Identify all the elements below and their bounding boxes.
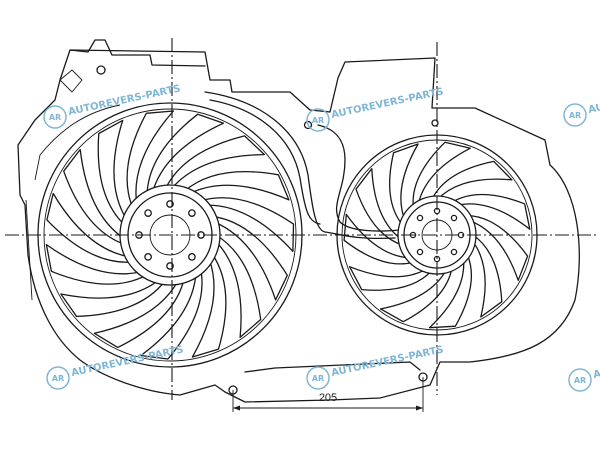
small-fan-blades: [343, 141, 531, 329]
fan-blade: [466, 214, 529, 281]
fan-blade: [451, 193, 531, 230]
watermark-brand: AUTOREVERS-PARTS: [592, 346, 600, 381]
watermark-logo: AR: [43, 105, 67, 129]
watermark-logo-text: AR: [569, 111, 581, 120]
mounting-hole-upper-left: [96, 65, 106, 75]
wiring-harness: [204, 91, 396, 240]
watermark-logo-text: AR: [312, 116, 324, 125]
hub-hole: [166, 262, 174, 270]
fan-blade: [379, 267, 453, 323]
fan-blade: [211, 215, 288, 301]
mounting-tab-left: [69, 39, 206, 67]
fan-blade: [45, 243, 148, 285]
fan-blade: [164, 135, 266, 190]
dimension-label: 205: [319, 392, 337, 404]
mounting-hole-center-top: [303, 120, 313, 130]
fan-blade: [183, 170, 290, 201]
watermark-brand: AUTOREVERS-PARTS: [330, 344, 444, 379]
fan-blade: [93, 278, 185, 349]
fan-blade: [146, 113, 225, 196]
fan-blade: [428, 253, 473, 329]
fan-blade: [412, 141, 471, 209]
hub-hole: [188, 209, 196, 217]
fan-blade: [140, 268, 203, 360]
large-fan-hub-holes: [135, 200, 205, 270]
hub-hole: [450, 214, 458, 222]
hub-hole: [188, 253, 196, 261]
fan-blade: [126, 110, 175, 209]
fan-blade: [348, 266, 433, 291]
watermark-brand: AUTOREVERS-PARTS: [70, 344, 184, 379]
watermark-logo: AR: [306, 108, 330, 132]
wiring-harness-inner: [209, 99, 321, 225]
fan-blade: [46, 192, 134, 263]
hub-hole: [450, 248, 458, 256]
watermark-logo-text: AR: [574, 376, 586, 385]
watermark-logo-text: AR: [312, 374, 324, 383]
fan-blade: [343, 213, 415, 265]
watermark-brand: AUTOREVERS-PARTS: [67, 83, 181, 118]
fan-blade: [97, 119, 128, 227]
hub-hole: [416, 214, 424, 222]
hub-hole: [166, 200, 174, 208]
fan-blade: [191, 253, 227, 358]
watermark-logo: AR: [568, 368, 592, 392]
fan-blade: [200, 197, 295, 253]
fan-blade: [63, 148, 126, 246]
hub-hole: [416, 248, 424, 256]
fan-blade: [214, 234, 262, 338]
hub-hole: [144, 253, 152, 261]
shroud-side-rib: [25, 199, 33, 301]
mounting-hole-right-top: [431, 119, 439, 127]
fan-blade: [471, 234, 503, 318]
watermark-logo: AR: [563, 103, 587, 127]
watermark-logo-text: AR: [52, 374, 64, 383]
shroud-inner-lip: [34, 104, 121, 181]
hub-hole: [433, 255, 441, 263]
watermark-logo: AR: [306, 366, 330, 390]
watermark-logo-text: AR: [49, 113, 61, 122]
dimension-205: 205: [232, 377, 424, 412]
watermark-logo: AR: [46, 366, 70, 390]
fan-blade: [60, 279, 166, 318]
watermark-brand: AUTOREVERS-PARTS: [330, 86, 444, 121]
large-fan-blades: [45, 110, 295, 360]
wiring-harness-right: [317, 124, 401, 232]
mounting-tab-left-detail: [59, 69, 83, 93]
shroud-outline: [17, 49, 580, 403]
fan-blade: [389, 143, 419, 226]
hub-hole: [144, 209, 152, 217]
watermark-brand: AUTOREVERS-PARTS: [587, 81, 600, 116]
bottom-bracket: [244, 361, 421, 373]
fan-blade: [431, 160, 513, 201]
